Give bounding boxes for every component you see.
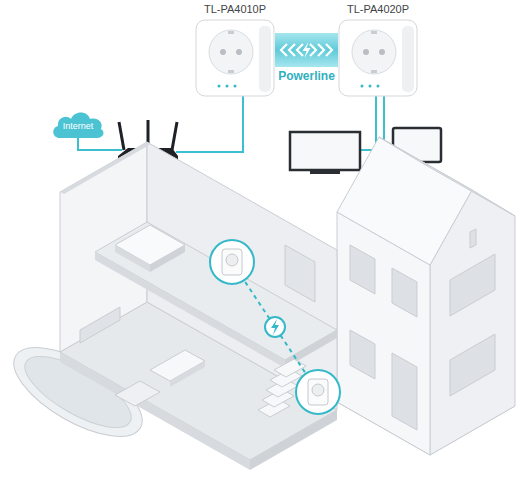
status-led	[377, 85, 380, 88]
socket-pin	[379, 49, 385, 55]
device-label: TL-PA4010P	[195, 2, 275, 16]
earth-clip	[228, 70, 234, 73]
ethernet-cable	[176, 96, 243, 152]
adapter-callout	[210, 240, 254, 284]
cloud-label: Internet	[50, 108, 106, 140]
lightning-badge	[265, 317, 285, 337]
lightning-symbol	[271, 319, 279, 335]
tv-screen	[290, 132, 360, 170]
socket-pin	[220, 49, 226, 55]
arrow-chevron	[281, 44, 287, 56]
adapter-socket	[352, 30, 396, 74]
earth-clip	[371, 70, 377, 73]
adapter-side	[402, 26, 414, 92]
adapter-socket	[226, 254, 238, 266]
ethernet-cable	[360, 96, 376, 150]
edge-label: Powerline	[247, 69, 367, 83]
arrow-chevron	[310, 44, 316, 56]
device-label: TL-PA4020P	[338, 2, 418, 16]
stair-step	[274, 359, 306, 377]
arrow-chevron	[289, 44, 295, 56]
upper-floor	[95, 222, 337, 360]
adapter-socket	[209, 30, 253, 74]
status-led	[234, 85, 237, 88]
bed	[115, 225, 185, 265]
roof	[379, 137, 515, 216]
window	[450, 254, 495, 316]
adapter-body	[339, 20, 417, 96]
router-antenna	[119, 122, 124, 150]
lightning-symbol	[303, 42, 311, 58]
arrow-chevron	[318, 44, 324, 56]
ethernet-cable	[384, 96, 393, 145]
island	[115, 381, 160, 406]
bed-side	[150, 245, 185, 272]
adapter-callout	[296, 370, 340, 414]
bed-side	[115, 245, 150, 272]
window	[450, 334, 495, 396]
door	[392, 353, 417, 430]
powerline-adapter: TL-PA4010P	[195, 2, 275, 98]
tv-stand	[310, 171, 340, 174]
adapter-outline	[195, 18, 275, 98]
arrow-chevron	[297, 44, 303, 56]
kitchen-counter	[80, 307, 120, 343]
earth-clip	[228, 31, 234, 34]
router-antenna	[172, 122, 177, 150]
powerline-link	[232, 262, 318, 392]
adapter-socket	[312, 384, 324, 396]
vent	[470, 229, 476, 248]
adapter-outline	[338, 18, 418, 98]
adapter-icon	[308, 379, 328, 405]
cloud-node: Internet	[50, 108, 106, 140]
status-led	[361, 85, 364, 88]
band-fill	[275, 33, 338, 67]
powerline-adapter: TL-PA4020P	[338, 2, 418, 98]
status-led	[226, 85, 229, 88]
socket-pin	[236, 49, 242, 55]
window	[350, 245, 375, 294]
arrow-chevron	[326, 44, 332, 56]
adapter-icon	[222, 249, 242, 275]
window	[392, 268, 417, 317]
earth-clip	[371, 31, 377, 34]
wall-top	[60, 142, 151, 194]
socket-pin	[363, 49, 369, 55]
status-led	[369, 85, 372, 88]
bookshelf	[285, 245, 315, 302]
status-led	[218, 85, 221, 88]
internet-line	[78, 138, 122, 150]
slab-edge	[95, 252, 285, 368]
powerline-band	[275, 33, 338, 67]
table	[150, 350, 205, 381]
table-edge	[170, 361, 205, 387]
adapter-side	[259, 26, 271, 92]
window	[350, 330, 375, 379]
adapter-body	[196, 20, 274, 96]
roof	[337, 137, 472, 265]
floor-edge	[250, 410, 337, 470]
